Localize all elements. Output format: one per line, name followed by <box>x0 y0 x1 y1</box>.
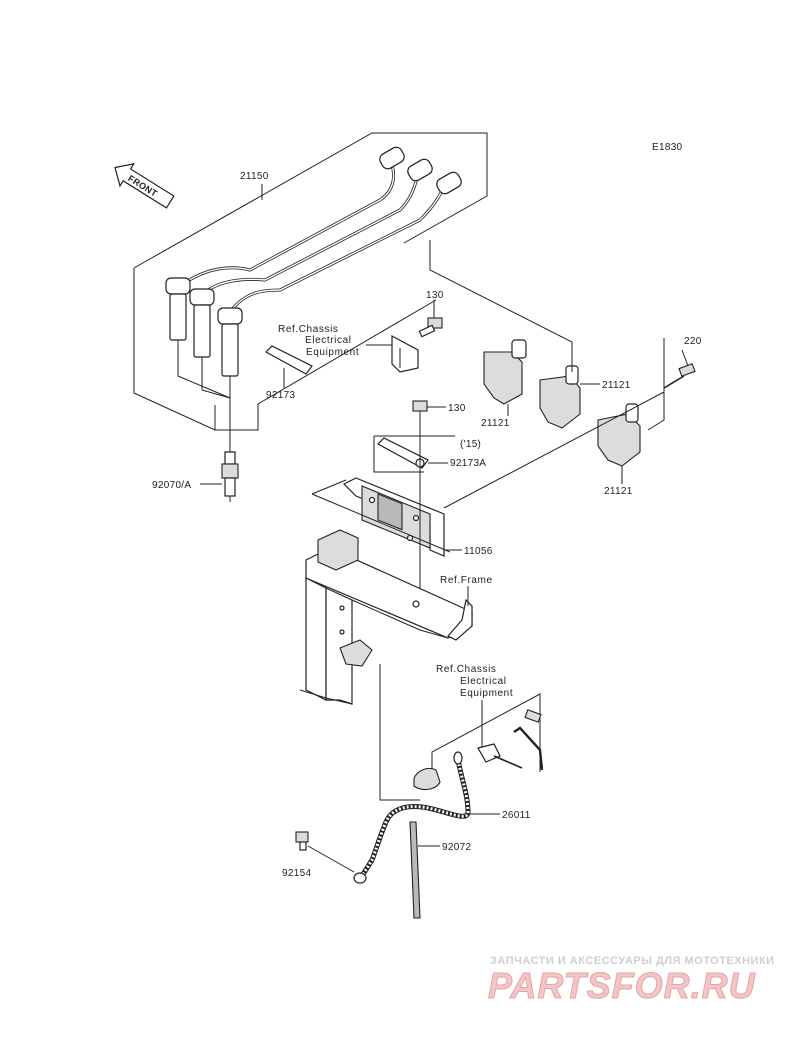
ref-frame: Ref.Frame <box>440 575 493 586</box>
bolt-220 <box>663 349 696 389</box>
label-21121-c: 21121 <box>604 486 633 497</box>
watermark-brand: PARTSFOR.RU <box>488 965 756 1006</box>
ref-chassis-1-line3: Equipment <box>306 347 359 358</box>
label-130-lower: 130 <box>448 403 466 414</box>
ignition-coil-1 <box>483 339 527 416</box>
bolt-130-upper <box>418 300 443 338</box>
label-21121-a: 21121 <box>481 418 510 429</box>
spark-plug <box>221 451 239 502</box>
label-92072: 92072 <box>442 842 471 853</box>
wire-set-outline <box>133 132 488 269</box>
label-92173a: 92173A <box>450 458 486 469</box>
frame <box>299 529 473 705</box>
label-130-upper: 130 <box>426 290 444 301</box>
chassis-bracket <box>391 334 419 373</box>
coil-bracket-11056 <box>342 477 462 557</box>
ref-chassis-1-line1: Ref.Chassis <box>278 324 339 335</box>
front-arrow-icon: FRONT <box>114 163 175 209</box>
watermark-tagline: ЗАПЧАСТИ И АКСЕССУАРЫ ДЛЯ МОТОТЕХНИКИ <box>490 955 775 967</box>
label-21121-b: 21121 <box>602 380 631 391</box>
cable-tie-92072 <box>409 821 440 919</box>
ground-cable-26011 <box>353 751 471 884</box>
diagram-code: E1830 <box>652 142 683 153</box>
label-21150: 21150 <box>240 171 269 182</box>
label-15: ('15) <box>460 439 481 450</box>
ref-chassis-2-line1: Ref.Chassis <box>436 664 497 675</box>
ignition-coil-3 <box>597 403 641 484</box>
spark-plug-wires <box>165 146 462 452</box>
label-92070a: 92070/A <box>152 480 191 491</box>
ground-terminal-bracket <box>413 709 544 791</box>
label-220: 220 <box>684 336 702 347</box>
ignition-coil-2 <box>539 365 600 429</box>
label-11056: 11056 <box>464 546 493 557</box>
bolt-130-lower <box>412 400 446 425</box>
ref-chassis-2-line2: Electrical <box>460 676 507 687</box>
strap-92173 <box>265 345 313 388</box>
bolt-92154 <box>295 831 355 873</box>
ref-chassis-2-line3: Equipment <box>460 688 513 699</box>
label-92173: 92173 <box>266 390 295 401</box>
strap-92173a <box>373 435 455 473</box>
ref-chassis-1-line2: Electrical <box>305 335 352 346</box>
label-92154: 92154 <box>282 868 311 879</box>
label-26011: 26011 <box>502 810 531 821</box>
